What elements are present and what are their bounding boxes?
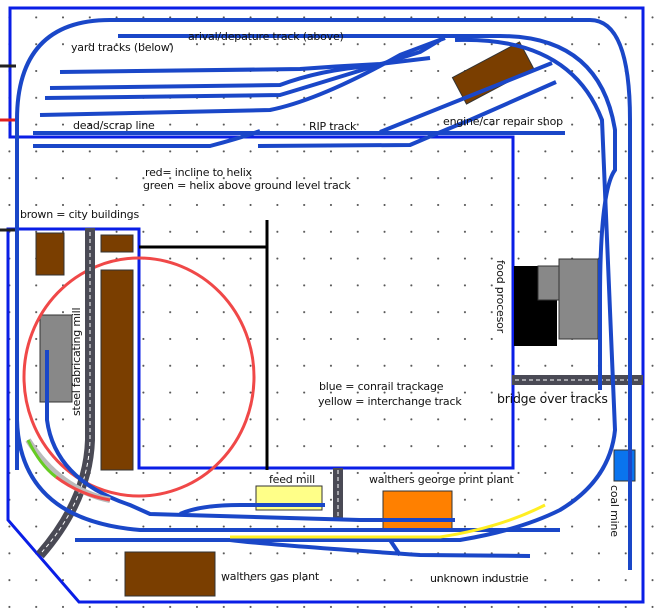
helix-incline (22, 256, 256, 498)
label-dead-scrap-line: dead/scrap line (73, 119, 155, 132)
gas-plant-building (124, 551, 216, 597)
layout-boundary (6, 6, 645, 604)
conrail-trackage (15, 18, 632, 570)
helix-above-ground (26, 439, 57, 479)
legend-blue: blue = conrail trackage (319, 380, 444, 393)
road-centerline (41, 232, 91, 553)
engine-repair-shop-building (451, 41, 535, 105)
label-gas-plant: walthers gas plant (221, 570, 320, 583)
label-bridge: bridge over tracks (497, 391, 608, 406)
legend-yellow: yellow = interchange track (318, 395, 462, 408)
label-rip-track: RIP track (309, 120, 357, 133)
legend-brown: brown = city buildings (20, 208, 139, 221)
label-engine-repair-shop: engine/car repair shop (443, 115, 563, 128)
city-building (35, 232, 65, 276)
label-unknown-industry: unknown industrie (430, 572, 529, 585)
helix-incline-segment (55, 475, 111, 502)
label-arrival-track: arival/depature track (above) (188, 30, 344, 43)
interchange-track (230, 503, 546, 539)
label-food-processor: food procesor (494, 260, 507, 334)
city-building (100, 269, 134, 471)
steel-mill-building (39, 314, 73, 403)
print-plant-building (382, 490, 453, 532)
label-steel-mill: steel fabricating mill (70, 307, 83, 416)
food-processor-building (537, 265, 561, 301)
label-print-plant: walthers george print plant (369, 473, 514, 486)
label-yard-tracks: yard tracks (below) (71, 41, 174, 54)
food-processor-building (558, 258, 599, 340)
legend-green: green = helix above ground level track (143, 179, 351, 192)
label-feed-mill: feed mill (269, 473, 315, 486)
city-building (100, 234, 134, 253)
label-coal-mine: coal mine (608, 485, 621, 537)
legend-red: red= incline to helix (145, 166, 252, 179)
